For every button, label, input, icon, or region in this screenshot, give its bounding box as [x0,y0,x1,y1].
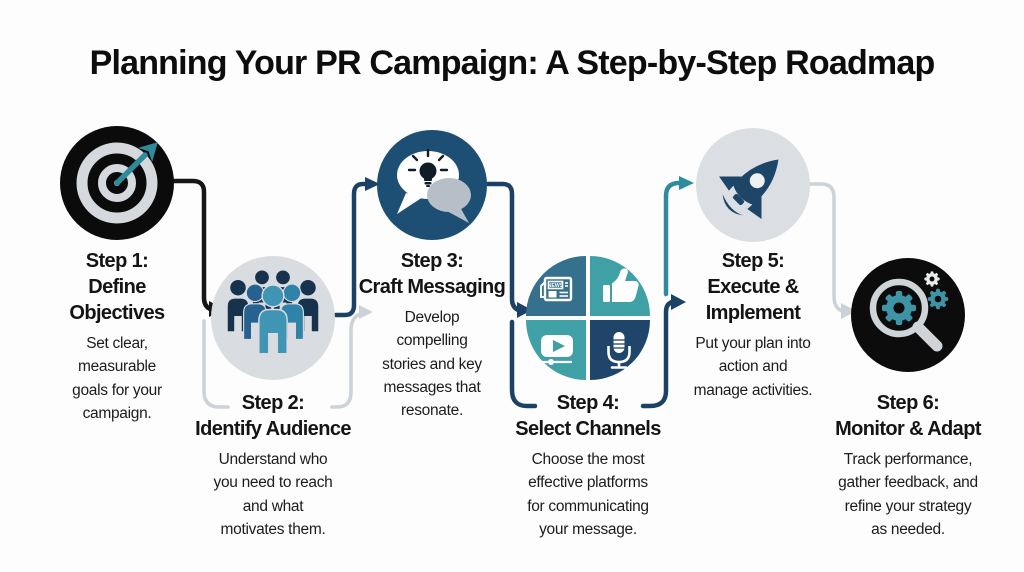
connector-gray-rail-step2 [202,312,362,409]
step-6-label: Step 6: [876,392,940,414]
svg-text:NEWS: NEWS [548,283,564,289]
target-dart-icon [60,126,174,240]
arrowhead-teal-step5 [679,176,694,190]
gear-small-top [924,271,940,287]
gear-small-right [927,288,949,310]
connector-teal-step5 [663,180,682,297]
video-player-icon [541,335,573,365]
step-6-description: Track performance, gather feedback, and … [838,451,978,538]
arrowhead-step3 [365,177,380,191]
step-2-title: Identify Audience [195,418,351,440]
thumbs-up-icon [603,268,639,302]
connector-step3-step4 [485,181,521,313]
step-3-title: Craft Messaging [358,276,506,298]
step-5-title: Execute & Implement [705,276,801,324]
newspaper-icon: NEWS [540,276,573,302]
step-4-description: Choose the most effective platforms for … [527,451,649,538]
connector-navy-rail-step4 [509,299,675,409]
speech-bubbles-lightbulb-icon [377,130,487,240]
arrowhead-step6 [841,303,856,319]
step-3-label: Step 3: [400,250,464,272]
microphone-icon [607,332,631,369]
step-2-description: Understand who you need to reach and wha… [213,451,333,538]
magnifier-gears-icon [851,258,965,372]
connector-step5-step6 [808,182,844,313]
arrowhead-step5-text [671,294,686,310]
step-4-title: Select Channels [515,418,661,440]
step-1-label: Step 1: [85,250,149,272]
step-4-label: Step 4: [556,392,620,414]
media-channels-icon: NEWS [526,256,650,380]
arrowhead-step4 [517,302,532,318]
gear-large [882,291,916,325]
audience-people-icon [211,256,335,380]
step-2-label: Step 2: [241,392,305,414]
step-1-description: Set clear, measurable goals for your cam… [72,335,162,422]
arrowhead-gray-step3 [359,305,373,319]
rocket-icon [696,128,810,242]
connector-step2-step3 [333,181,368,318]
step-6-title: Monitor & Adapt [835,418,981,440]
step-1-title: Define Objectives [69,276,165,324]
page-title: Planning Your PR Campaign: A Step-by-Ste… [89,44,936,82]
connector-step1-step2 [171,178,213,312]
step-5-description: Put your plan into action and manage act… [693,335,813,399]
step-3-description: Develop compelling stories and key messa… [382,309,482,419]
step-5-label: Step 5: [721,250,785,272]
